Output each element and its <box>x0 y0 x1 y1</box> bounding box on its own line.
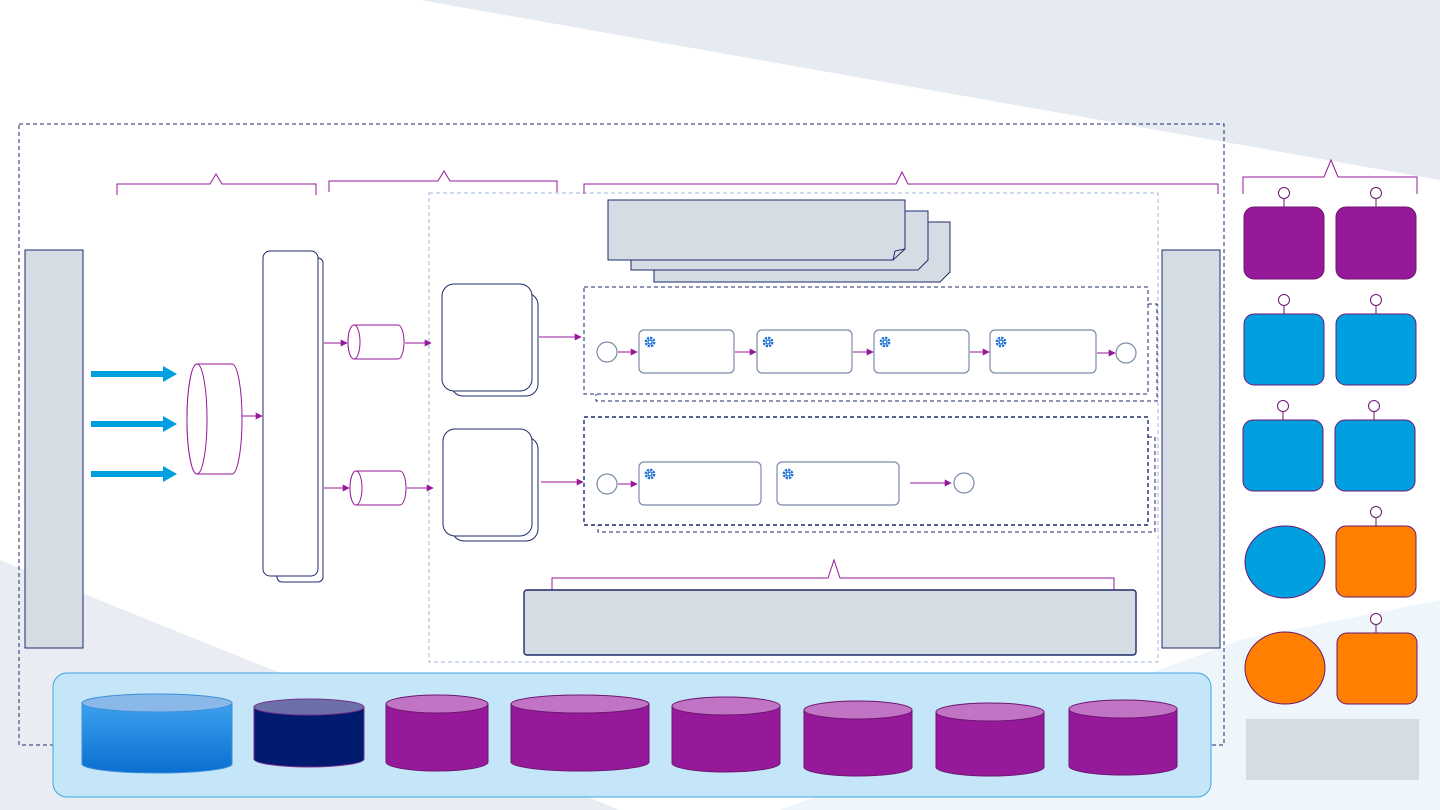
task-1-4 <box>989 329 1097 374</box>
database-cylinder-6 <box>803 700 913 777</box>
document-stack <box>607 199 951 283</box>
brace-legend <box>1242 158 1418 194</box>
orchestration-region <box>428 192 1159 663</box>
brace-ingest <box>116 173 317 195</box>
service-node-1 <box>441 283 539 397</box>
brace-process <box>583 170 1219 194</box>
legend-item-cyan-2 <box>1335 294 1417 386</box>
legend-item-orange-circle <box>1244 631 1326 705</box>
database-cylinder-2 <box>253 698 365 768</box>
process-lane-1 <box>583 286 1158 402</box>
start-event-icon <box>596 341 618 363</box>
task-2-1 <box>638 461 762 506</box>
end-event-icon <box>953 472 975 494</box>
output-panel <box>1161 249 1221 649</box>
database-cylinder-7 <box>935 702 1045 777</box>
database-row <box>81 693 1178 777</box>
broker-node <box>262 250 324 583</box>
legend-item-cyan-3 <box>1242 400 1324 492</box>
database-cylinder-4 <box>510 694 650 772</box>
queue-1 <box>347 324 405 360</box>
legend-item-cyan-4 <box>1334 400 1416 492</box>
database-cylinder-5 <box>671 696 781 773</box>
legend-item-orange-2 <box>1336 613 1418 705</box>
system-boundary <box>18 123 1225 746</box>
legend-item-orange-1 <box>1335 506 1417 598</box>
task-2-2 <box>776 461 900 506</box>
legend-note-box <box>1246 719 1419 780</box>
arrow-right-icon <box>91 416 177 432</box>
brace-shared <box>551 558 1115 592</box>
source-panel <box>24 249 84 649</box>
task-1-1 <box>638 329 735 374</box>
brace-group <box>116 158 1418 592</box>
start-event-icon <box>596 473 618 495</box>
legend-item-purple-1 <box>1243 187 1325 280</box>
collector-cylinder <box>186 363 243 475</box>
shared-services-bar <box>523 589 1137 656</box>
task-1-2 <box>756 329 853 374</box>
brace-stream <box>328 170 558 192</box>
database-cylinder-8 <box>1068 699 1178 776</box>
database-cylinder-1 <box>81 693 233 774</box>
legend-item-purple-2 <box>1335 187 1417 280</box>
arrow-right-icon <box>91 466 177 482</box>
task-1-3 <box>873 329 970 374</box>
legend <box>1242 187 1419 780</box>
end-event-icon <box>1115 342 1137 364</box>
queue-2 <box>349 470 407 506</box>
arrow-right-icon <box>91 366 177 382</box>
database-cylinder-3 <box>385 694 489 772</box>
service-node-2 <box>442 428 539 542</box>
legend-item-cyan-1 <box>1243 294 1325 386</box>
process-lane-2 <box>583 416 1156 533</box>
legend-item-cyan-circle <box>1244 525 1326 599</box>
input-arrows <box>91 366 177 482</box>
